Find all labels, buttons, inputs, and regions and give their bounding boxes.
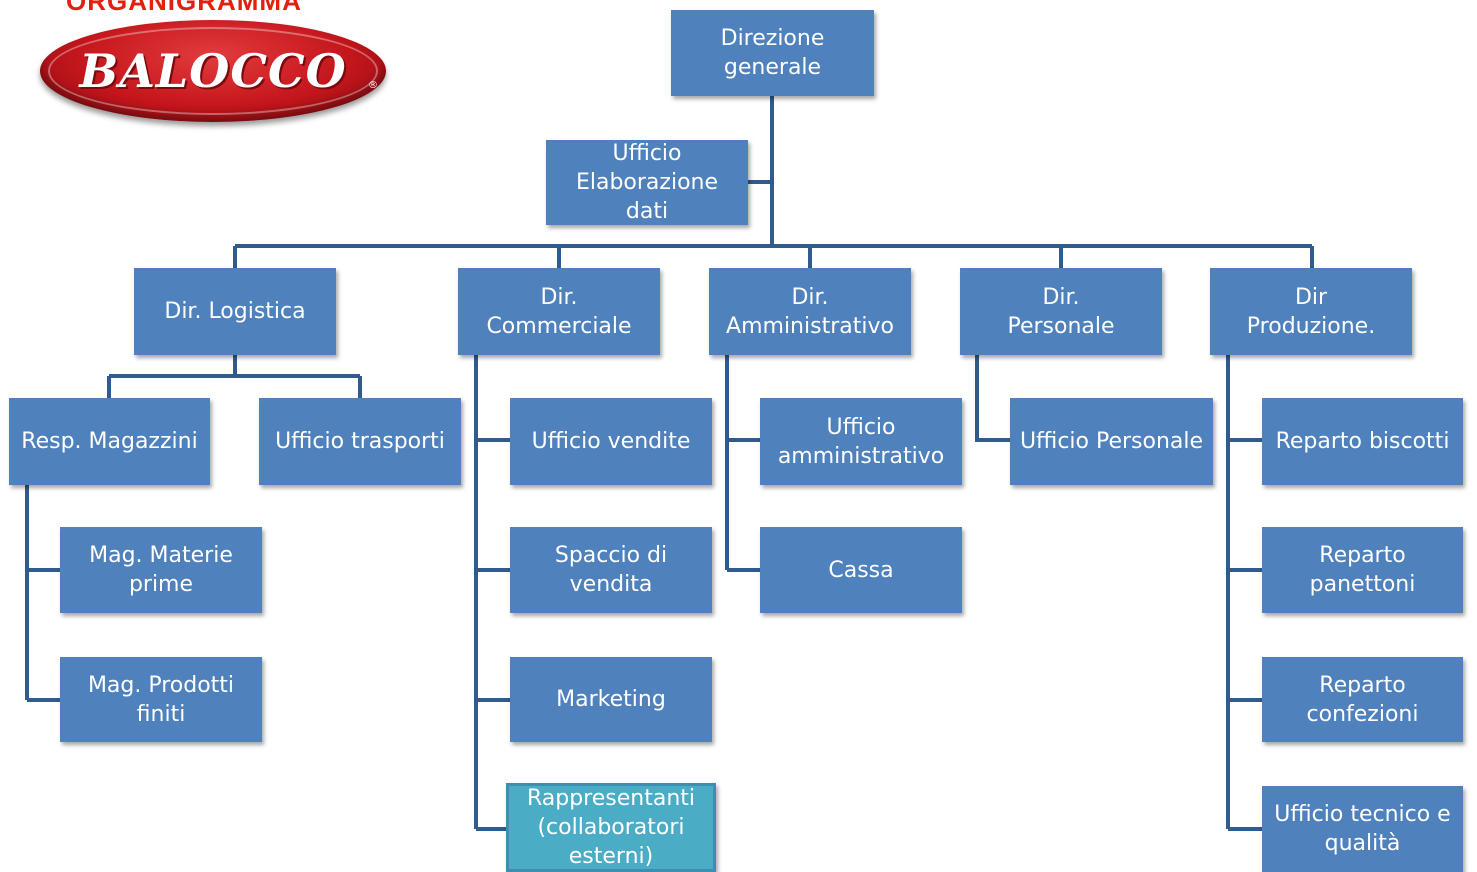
node-reparto-biscotti[interactable]: Reparto biscotti <box>1262 398 1463 485</box>
node-dir-produzione[interactable]: Dir Produzione. <box>1210 268 1412 355</box>
node-dir-commerciale[interactable]: Dir. Commerciale <box>458 268 660 355</box>
connector-produzione-children <box>1226 355 1262 831</box>
node-spaccio-di-vendita[interactable]: Spaccio di vendita <box>510 527 712 613</box>
logo-text: BALOCCO <box>79 44 347 98</box>
node-mag-materie-prime[interactable]: Mag. Materie prime <box>60 527 262 613</box>
balocco-logo: BALOCCO ® <box>40 20 386 122</box>
logo-registered-mark: ® <box>368 80 378 91</box>
page-title: ORGANIGRAMMA <box>66 0 302 16</box>
node-resp-magazzini[interactable]: Resp. Magazzini <box>9 398 210 485</box>
node-reparto-confezioni[interactable]: Reparto confezioni <box>1262 657 1463 742</box>
node-reparto-panettoni[interactable]: Reparto panettoni <box>1262 527 1463 613</box>
node-ufficio-personale[interactable]: Ufficio Personale <box>1010 398 1213 485</box>
node-cassa[interactable]: Cassa <box>760 527 962 613</box>
node-ufficio-tecnico-qualita[interactable]: Ufficio tecnico e qualità <box>1262 786 1463 872</box>
node-rappresentanti[interactable]: Rappresentanti (collaboratori esterni) <box>506 783 716 872</box>
connector-magazzini <box>25 485 60 702</box>
connector-amministrativo-children <box>725 355 760 572</box>
connector-commerciale-children <box>474 355 510 831</box>
logo-border <box>48 27 378 115</box>
connector-logistica-bus <box>107 355 362 398</box>
node-mag-prodotti-finiti[interactable]: Mag. Prodotti finiti <box>60 657 262 742</box>
node-marketing[interactable]: Marketing <box>510 657 712 742</box>
node-direzione-generale[interactable]: Direzione generale <box>671 10 874 96</box>
connector-personale-children <box>975 355 1010 442</box>
node-dir-personale[interactable]: Dir. Personale <box>960 268 1162 355</box>
node-ufficio-vendite[interactable]: Ufficio vendite <box>510 398 712 485</box>
node-ufficio-trasporti[interactable]: Ufficio trasporti <box>259 398 461 485</box>
node-ufficio-elaborazione-dati[interactable]: Ufficio Elaborazione dati <box>546 140 748 225</box>
node-dir-logistica[interactable]: Dir. Logistica <box>134 268 336 355</box>
node-ufficio-amministrativo[interactable]: Ufficio amministrativo <box>760 398 962 485</box>
node-dir-amministrativo[interactable]: Dir. Amministrativo <box>709 268 911 355</box>
